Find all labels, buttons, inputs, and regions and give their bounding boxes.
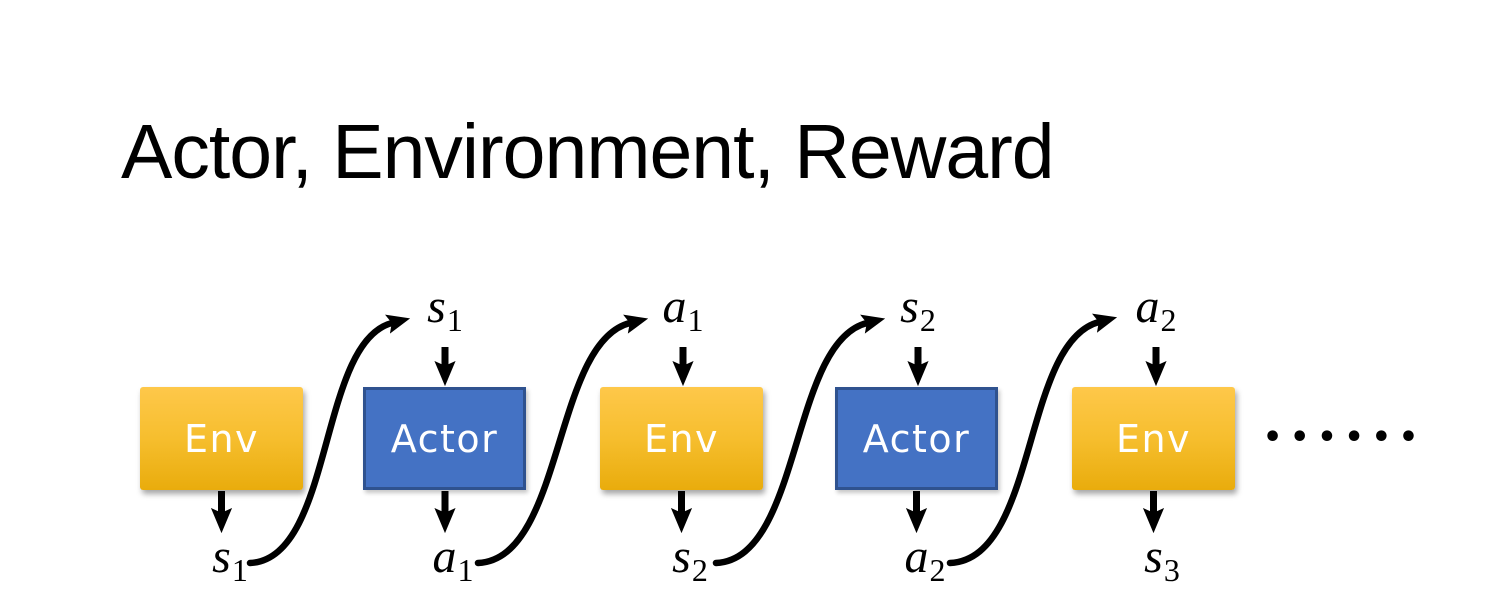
bottom-label-s3-base: s [1144,530,1163,583]
bottom-label-s1: s1 [212,530,248,587]
bottom-label-s2-sub: 2 [691,552,708,588]
top-label-s1-sub: 1 [446,302,463,338]
top-label-s1: s1 [427,280,463,337]
top-label-s1-base: s [427,280,446,333]
actor-box-2: Actor [835,387,998,490]
env-box-3: Env [1072,387,1235,490]
bottom-label-a2: a2 [904,530,946,587]
bottom-label-a1-base: a [432,530,457,583]
env-box-2: Env [600,387,763,490]
top-label-s2-sub: 2 [919,302,936,338]
actor-box-1-label: Actor [390,416,499,461]
ellipsis-dots: •••••• [1263,420,1427,455]
env-box-1: Env [140,387,303,490]
bottom-label-s2-base: s [672,530,691,583]
bottom-label-s1-sub: 1 [231,552,248,588]
top-label-a2-base: a [1135,280,1160,333]
top-label-a1: a1 [662,280,704,337]
actor-box-1: Actor [363,387,526,490]
bottom-label-s2: s2 [672,530,708,587]
env-box-1-label: Env [183,416,260,461]
top-label-s2: s2 [900,280,936,337]
bottom-label-s1-base: s [212,530,231,583]
bottom-label-a2-base: a [904,530,929,583]
curved-arrow-s2 [712,314,886,567]
top-label-a1-base: a [662,280,687,333]
bottom-label-a2-sub: 2 [929,552,946,588]
actor-box-2-label: Actor [862,416,971,461]
bottom-label-a1-sub: 1 [457,552,474,588]
curved-arrow-a2 [946,313,1118,567]
curved-arrow-s1 [246,314,411,567]
top-label-a2: a2 [1135,280,1177,337]
top-label-a1-sub: 1 [687,302,704,338]
top-label-a2-sub: 2 [1160,302,1177,338]
slide-title: Actor, Environment, Reward [121,109,1055,195]
env-box-3-label: Env [1115,416,1192,461]
top-label-s2-base: s [900,280,919,333]
bottom-label-a1: a1 [432,530,474,587]
bottom-label-s3-sub: 3 [1163,552,1180,588]
curved-arrow-a1 [474,314,649,567]
env-box-2-label: Env [643,416,720,461]
bottom-label-s3: s3 [1144,530,1180,587]
